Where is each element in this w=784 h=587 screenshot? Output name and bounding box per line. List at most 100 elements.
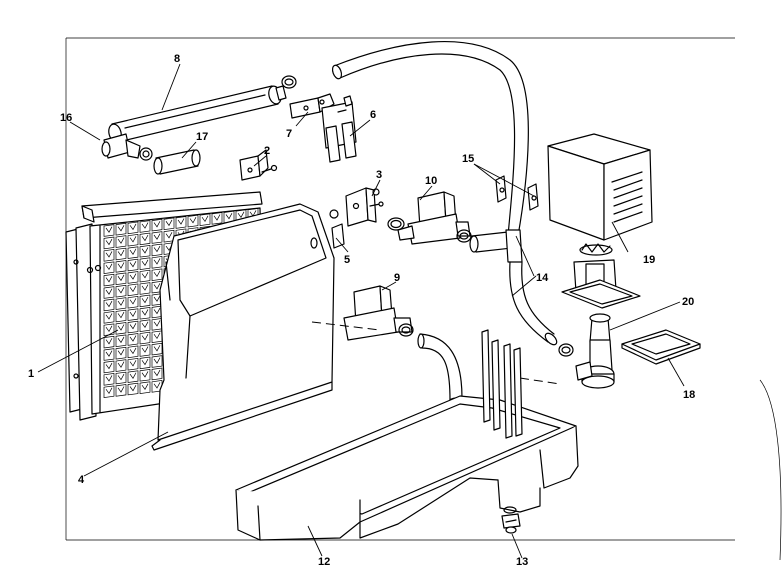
callout-18: 18 <box>683 389 696 401</box>
grid-cell <box>139 257 151 270</box>
grid-cell <box>139 220 151 233</box>
grid-cell <box>127 295 139 309</box>
drain-hose <box>417 333 464 407</box>
part-18-gasket <box>621 329 701 365</box>
grid-cell <box>151 342 163 356</box>
grid-cell <box>127 382 139 396</box>
grid-cell <box>103 373 115 386</box>
callout-12: 12 <box>318 556 331 568</box>
grid-cell <box>103 286 115 299</box>
grid-cell <box>139 282 151 295</box>
grid-cell <box>127 221 139 235</box>
grid-cell <box>139 344 151 357</box>
grid-cell <box>103 224 115 237</box>
callout-3: 3 <box>376 169 383 181</box>
grid-cell <box>151 231 163 244</box>
grid-cell <box>103 385 115 399</box>
part-10-solenoid-valve <box>387 191 472 245</box>
callout-6: 6 <box>370 109 377 121</box>
grid-cell <box>103 298 115 312</box>
grid-cell <box>127 345 139 359</box>
grid-cell <box>151 243 163 257</box>
grid-cell <box>115 359 127 372</box>
grid-cell <box>115 247 127 261</box>
grid-cell <box>115 334 127 348</box>
grid-cell <box>151 367 163 381</box>
callout-5: 5 <box>344 254 351 266</box>
grid-cell <box>115 260 127 273</box>
grid-cell <box>127 258 139 272</box>
part-19-pump-cover <box>547 133 653 241</box>
grid-cell <box>163 217 175 231</box>
grid-cell <box>115 309 127 323</box>
part-9-valve <box>343 285 414 341</box>
grid-cell <box>139 232 151 246</box>
part-5-clip <box>329 209 345 249</box>
grid-cell <box>127 246 139 259</box>
grid-cell <box>175 216 187 229</box>
grid-cell <box>115 222 127 236</box>
grid-cell <box>139 319 151 332</box>
grid-cell <box>127 370 139 383</box>
part-7-bracket <box>289 93 335 119</box>
callout-4: 4 <box>78 474 85 486</box>
grid-cell <box>115 371 127 385</box>
callout-15: 15 <box>462 153 475 165</box>
grid-cell <box>151 256 163 269</box>
grid-cell <box>115 235 127 248</box>
water-hose <box>331 40 574 357</box>
part-13-drain-plug <box>501 506 521 534</box>
callout-9: 9 <box>394 272 401 284</box>
grid-cell <box>127 357 139 371</box>
grid-cell <box>103 360 115 374</box>
grid-cell <box>115 272 127 286</box>
callout-8: 8 <box>174 53 181 65</box>
grid-cell <box>151 218 163 232</box>
grid-cell <box>115 384 127 397</box>
grid-cell <box>127 320 139 334</box>
callout-10: 10 <box>425 175 438 187</box>
callout-20: 20 <box>682 296 695 308</box>
grid-cell <box>115 297 127 310</box>
grid-cell <box>139 306 151 320</box>
part-16-nozzle <box>101 133 153 161</box>
grid-cell <box>139 244 151 258</box>
frame-marks <box>65 37 735 541</box>
grid-cell <box>103 335 115 349</box>
grid-cell <box>139 368 151 382</box>
grid-cell <box>199 213 211 227</box>
callout-7: 7 <box>286 128 293 140</box>
grid-cell <box>103 249 115 262</box>
grid-cell <box>103 323 115 337</box>
grid-cell <box>127 233 139 247</box>
grid-cell <box>139 356 151 370</box>
callout-13: 13 <box>516 556 529 568</box>
guide-line-1 <box>311 321 381 331</box>
grid-cell <box>127 308 139 321</box>
grid-cell <box>127 283 139 297</box>
grid-cell <box>103 236 115 250</box>
grid-cell <box>187 214 199 228</box>
guide-line-2 <box>519 377 561 385</box>
grid-cell <box>115 346 127 360</box>
grid-cell <box>103 311 115 324</box>
part-8-roller <box>108 75 297 143</box>
grid-cell <box>139 294 151 308</box>
callout-1: 1 <box>28 368 35 380</box>
grid-cell <box>103 261 115 275</box>
grid-cell <box>103 273 115 287</box>
part-4-cover-panel <box>151 203 335 451</box>
grid-cell <box>139 331 151 345</box>
grid-cell <box>139 381 151 394</box>
grid-cell <box>103 348 115 361</box>
grid-cell <box>127 333 139 346</box>
callout-17: 17 <box>196 131 209 143</box>
pump-motor <box>561 243 641 343</box>
part-17-tube <box>153 149 201 175</box>
callout-2: 2 <box>264 145 271 157</box>
grid-cell <box>115 284 127 298</box>
grid-cell <box>139 269 151 283</box>
part-3-bracket <box>345 187 384 227</box>
